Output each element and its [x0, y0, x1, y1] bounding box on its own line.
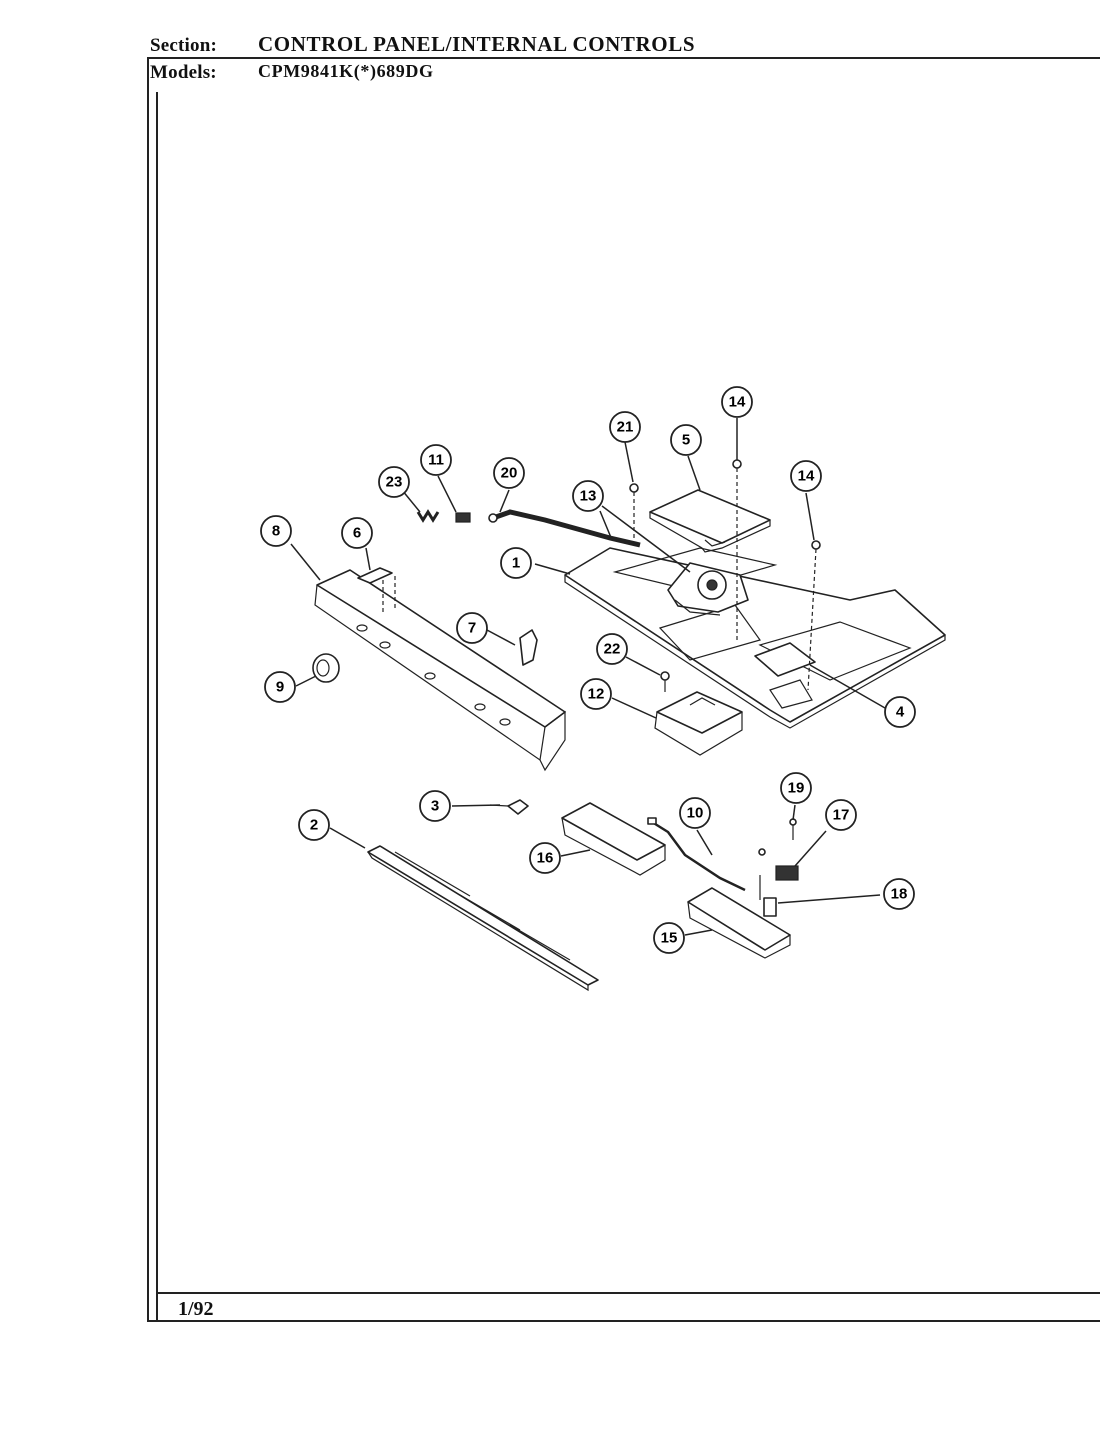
callout-15: 15: [653, 922, 685, 954]
callout-23: 23: [378, 466, 410, 498]
callout-14-b: 14: [790, 460, 822, 492]
callout-12: 12: [580, 678, 612, 710]
callout-label: 14: [729, 394, 746, 411]
callout-20: 20: [493, 457, 525, 489]
part-11-clip: [455, 512, 471, 523]
callout-4: 4: [884, 696, 916, 728]
callout-11: 11: [420, 444, 452, 476]
callout-8: 8: [260, 515, 292, 547]
frame-inner-rule: [156, 92, 158, 1322]
part-6-bracket: [357, 567, 396, 612]
part-20-rod: [488, 509, 641, 548]
date-code: 1/92: [178, 1298, 214, 1320]
callout-label: 5: [682, 432, 690, 449]
callout-2: 2: [298, 809, 330, 841]
part-4-access-cover: [754, 642, 816, 677]
callout-label: 2: [310, 817, 318, 834]
callout-13: 13: [572, 480, 604, 512]
callout-label: 20: [501, 465, 518, 482]
leader-lines: [290, 418, 886, 936]
models-label: Models:: [150, 62, 217, 83]
part-12-mount-bracket: [654, 691, 743, 756]
callout-21: 21: [609, 411, 641, 443]
page-frame: [147, 57, 1100, 1322]
callout-label: 11: [428, 452, 444, 469]
callout-16: 16: [529, 842, 561, 874]
part-23-spring: [416, 509, 440, 523]
callout-5: 5: [670, 424, 702, 456]
callout-22: 22: [596, 633, 628, 665]
part-2-channel: [367, 845, 599, 992]
section-label: Section:: [150, 35, 218, 56]
footer-rule: [156, 1292, 1100, 1294]
part-5-top-cover: [649, 489, 771, 553]
callout-label: 9: [276, 679, 284, 696]
part-14-screw-2: [807, 540, 821, 691]
part-7-knob: [519, 629, 538, 666]
callout-label: 8: [272, 523, 280, 540]
callout-label: 7: [468, 620, 476, 637]
callout-1: 1: [500, 547, 532, 579]
part-8-control-rail: [314, 569, 566, 772]
callout-label: 1: [512, 555, 520, 572]
part-22-screw: [660, 671, 670, 692]
callout-10: 10: [679, 797, 711, 829]
callout-label: 4: [896, 704, 905, 721]
callout-label: 16: [537, 850, 554, 867]
part-16-channel-bracket: [561, 802, 666, 876]
part-21-screw: [629, 483, 639, 540]
callout-label: 3: [431, 798, 439, 815]
part-13-control-mechanism: [667, 562, 749, 616]
callout-19: 19: [780, 772, 812, 804]
callout-7: 7: [456, 612, 488, 644]
callout-label: 6: [353, 525, 361, 542]
callout-label: 13: [580, 488, 597, 505]
callout-label: 14: [798, 468, 815, 485]
callout-6: 6: [341, 517, 373, 549]
part-3-switch: [489, 799, 529, 815]
part-18-switch: [758, 848, 777, 917]
callout-14: 14: [721, 386, 753, 418]
part-19-screw: [789, 818, 797, 840]
callout-label: 22: [604, 641, 621, 658]
part-10-wire-harness: [647, 817, 746, 892]
part-1-base-panel: [564, 547, 946, 729]
callout-18: 18: [883, 878, 915, 910]
callout-3: 3: [419, 790, 451, 822]
callout-label: 19: [788, 780, 805, 797]
part-15-lower-bracket: [687, 887, 791, 959]
callout-label: 21: [617, 419, 634, 436]
part-9-knob: [312, 653, 340, 683]
callout-label: 15: [661, 930, 678, 947]
models-value: CPM9841K(*)689DG: [258, 61, 434, 81]
callout-17: 17: [825, 799, 857, 831]
callout-label: 17: [833, 807, 850, 824]
callout-label: 12: [588, 686, 605, 703]
callout-label: 18: [891, 886, 908, 903]
callout-label: 23: [386, 474, 403, 491]
section-title: CONTROL PANEL/INTERNAL CONTROLS: [258, 32, 696, 56]
callout-9: 9: [264, 671, 296, 703]
callout-label: 10: [687, 805, 704, 822]
part-17-terminal-block: [775, 865, 799, 881]
